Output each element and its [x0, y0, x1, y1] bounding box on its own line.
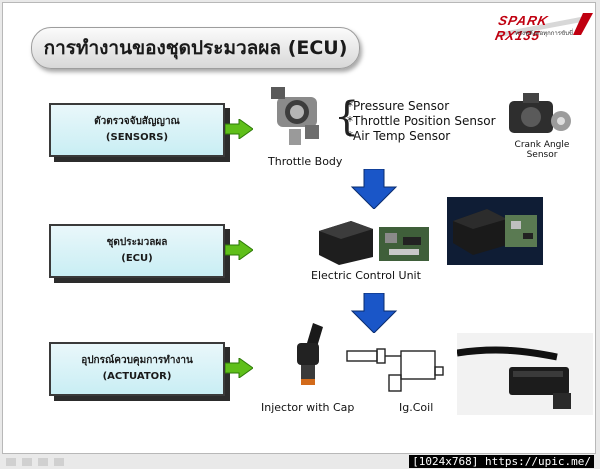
ignition-coil-label: Ig.Coil [399, 401, 434, 414]
throttle-body-label: Throttle Body [268, 155, 343, 168]
ecu-label: Electric Control Unit [311, 269, 421, 282]
ecu-label-en: (ECU) [121, 253, 153, 264]
sensor-list: *Pressure Sensor *Throttle Position Sens… [347, 99, 496, 144]
brace-symbol: { [334, 94, 360, 140]
arrow-right-icon [225, 358, 253, 378]
ecu-label-th: ชุดประมวลผล [106, 237, 168, 248]
sensor-item-throttle-position: *Throttle Position Sensor [347, 114, 496, 128]
crank-angle-sensor-label: Crank Angle Sensor [514, 140, 570, 160]
arrow-right-icon [225, 119, 253, 139]
ecu-unit-image [319, 221, 429, 265]
injector-label: Injector with Cap [261, 401, 355, 414]
arrow-right-icon [225, 240, 253, 260]
ecu-box: ชุดประมวลผล (ECU) [49, 224, 225, 278]
arrow-down-icon [350, 169, 398, 209]
pen-icon[interactable] [22, 458, 32, 466]
sensor-item-air-temp: *Air Temp Sensor [347, 129, 451, 143]
injector-image [297, 323, 323, 385]
sensors-box: ตัวตรวจจับสัญญาณ (SENSORS) [49, 103, 225, 157]
status-bar: [1024x768] https://upic.me/ [0, 454, 600, 469]
actuator-label-en: (ACTUATOR) [102, 371, 172, 382]
brand-logo: SPARK RX135 ทรงพลังต่อทุกการขับขี่ [494, 11, 595, 43]
ecu-photo [447, 197, 543, 265]
slide-title: การทำงานของชุดประมวลผล (ECU) [31, 27, 360, 69]
sensors-label-th: ตัวตรวจจับสัญญาณ [94, 116, 180, 127]
logo-tagline: ทรงพลังต่อทุกการขับขี่ [515, 30, 573, 37]
actuator-box: อุปกรณ์ควบคุมการทำงาน (ACTUATOR) [49, 342, 225, 396]
sensors-label-en: (SENSORS) [105, 132, 169, 143]
arrow-down-icon [350, 293, 398, 333]
ignition-coil-diagram [346, 348, 444, 392]
crank-angle-sensor-image [509, 93, 571, 133]
logo-swoosh [497, 13, 593, 37]
throttle-body-image [271, 87, 319, 145]
slideshow-controls[interactable] [6, 458, 64, 466]
menu-icon[interactable] [38, 458, 48, 466]
sensor-item-pressure: *Pressure Sensor [347, 99, 450, 113]
ignition-coil-photo [457, 333, 593, 415]
presentation-slide: การทำงานของชุดประมวลผล (ECU) SPARK RX135… [2, 2, 596, 454]
next-slide-icon[interactable] [54, 458, 64, 466]
resolution-watermark: [1024x768] https://upic.me/ [409, 455, 594, 468]
actuator-label-th: อุปกรณ์ควบคุมการทำงาน [81, 355, 193, 366]
prev-slide-icon[interactable] [6, 458, 16, 466]
